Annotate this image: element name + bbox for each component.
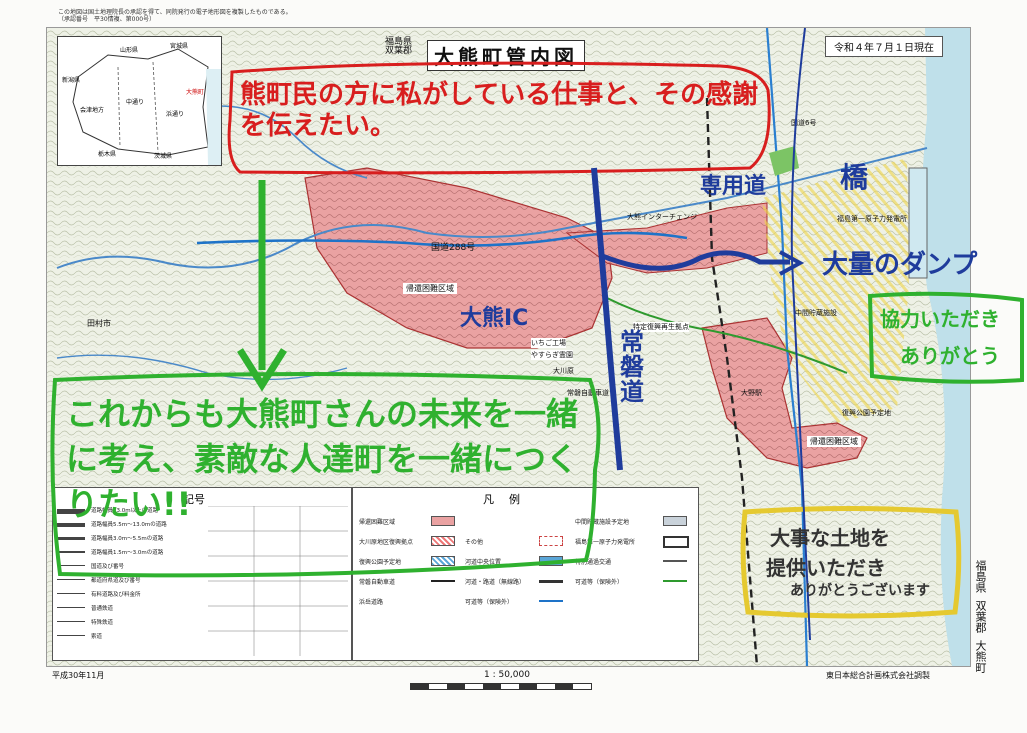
legend-item-river-center: 河道中央位置 xyxy=(465,559,502,566)
symbol-line xyxy=(57,579,85,580)
inset-label-ibaraki: 茨城県 xyxy=(154,153,173,160)
inset-label-okuma: 大熊町 xyxy=(186,89,205,96)
inset-label-nakadori: 中通り xyxy=(126,99,145,106)
swatch-special-traffic xyxy=(663,560,687,562)
symbol-line xyxy=(57,621,85,622)
swatch-interim xyxy=(663,516,687,526)
inset-label-yamagata: 山形県 xyxy=(120,47,139,54)
label-ohkawahara: 大川原 xyxy=(553,367,574,375)
scale-bar xyxy=(410,683,592,690)
label-specific-zone: 特定復興再生拠点 xyxy=(633,322,689,332)
swatch-road xyxy=(539,580,563,583)
legend-item-ohkawahara: 大川原地区復興拠点 xyxy=(359,539,414,546)
swatch-other xyxy=(539,536,563,546)
side-label-2: 双葉郡 xyxy=(974,600,987,633)
label-yasuragi: やすらぎ霊園 xyxy=(531,350,573,360)
symbol-line xyxy=(57,593,85,594)
symbol-row: 道路幅員3.0m〜5.5mの道路 xyxy=(91,536,164,542)
swatch-route xyxy=(539,600,563,602)
footer-publisher: 東日本総合計画株式会社調製 xyxy=(826,671,930,680)
label-restricted-2: 帰還困難区域 xyxy=(807,436,861,447)
label-oono-station: 大野駅 xyxy=(741,389,762,397)
swatch-ohkawahara xyxy=(431,536,455,546)
footer-edition: 平成30年11月 xyxy=(52,671,105,680)
title-prefecture-2: 双葉郡 xyxy=(385,46,413,57)
yellow-note-line-1: 大事な土地を xyxy=(770,526,890,550)
top-note: この地図は国土地理院長の承認を得て、同院発行の電子地形図を複製したものである。 … xyxy=(58,9,292,24)
inset-label-niigata: 新潟県 xyxy=(62,77,81,84)
green-note-coop: 協力いただき xyxy=(880,307,1000,331)
map-title: 大熊町管内図 xyxy=(427,40,585,71)
symbol-grid xyxy=(208,506,348,656)
date-label: 令和４年７月１日現在 xyxy=(825,36,943,57)
symbol-row: 特殊鉄道 xyxy=(91,620,114,626)
legend-item-npp: 福島第一原子力発電所 xyxy=(575,539,636,546)
top-note-line-1: この地図は国土地理院長の承認を得て、同院発行の電子地形図を複製したものである。 xyxy=(58,9,292,16)
legend-item-road: 河道・路道（無線路） xyxy=(465,579,526,586)
label-npp: 福島第一原子力発電所 xyxy=(837,215,907,223)
inset-label-tochigi: 栃木県 xyxy=(98,151,117,158)
red-handwritten-note: 熊町民の方に私がしている仕事と、その感謝を伝えたい。 xyxy=(240,80,759,142)
swatch-joban xyxy=(431,580,455,582)
symbol-row: 索道 xyxy=(91,634,103,640)
label-park: 復興公園予定地 xyxy=(842,409,891,417)
legend-item-interim: 中間貯蔵施設予定地 xyxy=(575,519,630,526)
symbol-line xyxy=(57,537,85,540)
label-strawberry: いちご工場 xyxy=(531,338,566,348)
green-note-future: これからも大熊町さんの未来を一緒に考え、素敵な人達町を一緒につくりたい!! xyxy=(66,395,579,523)
side-label-3: 大熊町 xyxy=(974,640,987,673)
title-prefecture-1: 福島県 xyxy=(385,37,413,47)
label-ic: 大熊インターチェンジ xyxy=(627,213,697,221)
label-restricted-1: 帰還困難区域 xyxy=(403,283,457,294)
swatch-river-center xyxy=(539,556,563,566)
blue-note-tokiwa: 常磐道 xyxy=(620,328,644,407)
legend-item-special-traffic: 特別通過交通 xyxy=(575,559,612,566)
symbol-row: 国道及び番号 xyxy=(91,564,125,570)
swatch-park xyxy=(431,556,455,566)
title-prefecture: 福島県 双葉郡 xyxy=(385,37,413,57)
inset-map-outline xyxy=(72,48,221,165)
yellow-note-line-3: ありがとうございます xyxy=(790,583,930,599)
top-note-line-2: （承認番号 平30情複、第000号） xyxy=(58,15,156,23)
legend-item-route: 可道等（保険外） xyxy=(465,599,514,606)
symbol-row: 有料道路及び料金所 xyxy=(91,592,141,598)
symbol-row: 道路幅員1.5m〜3.0mの道路 xyxy=(91,550,164,556)
symbol-line xyxy=(57,635,85,636)
swatch-npp xyxy=(663,536,689,548)
symbol-line xyxy=(57,607,85,608)
footer-scale: 1 : 50,000 xyxy=(484,670,530,680)
inset-map: 山形県 宮城県 新潟県 会津地方 中通り 浜通り 栃木県 茨城県 大熊町 xyxy=(57,36,222,166)
inset-label-miyagi: 宮城県 xyxy=(170,43,189,50)
legend-item-park: 復興公園予定地 xyxy=(359,559,402,566)
label-route6: 国道6号 xyxy=(791,119,817,127)
blue-note-dump: 大量のダンプ xyxy=(822,250,978,280)
label-tamura: 田村市 xyxy=(87,319,111,328)
legend-item-joban: 常磐自動車道 xyxy=(359,579,396,586)
green-note-thanks: ありがとう xyxy=(900,344,1000,368)
label-interim: 中間貯蔵施設 xyxy=(795,309,837,317)
side-label-1: 福島県 xyxy=(974,560,987,593)
blue-note-senyodo: 専用道 xyxy=(700,174,767,199)
legend-item-hamatake: 浜岳道路 xyxy=(359,599,384,606)
blue-note-okuma-ic: 大熊IC xyxy=(460,306,529,331)
symbol-line xyxy=(57,565,85,566)
symbol-row: 都道府県道及び番号 xyxy=(91,578,141,584)
blue-note-bridge: 橋 xyxy=(840,161,869,194)
swatch-green-road xyxy=(663,580,687,582)
legend-item-green-road: 可道等（保険外） xyxy=(575,579,624,586)
legend-item-other: その他 xyxy=(465,539,484,546)
label-national-route: 国道288号 xyxy=(431,243,476,253)
symbol-row: 普通鉄道 xyxy=(91,606,114,612)
symbol-line xyxy=(57,551,85,553)
inset-label-hamadori: 浜通り xyxy=(166,111,185,118)
inset-label-aizu: 会津地方 xyxy=(80,107,105,114)
yellow-note-line-2: 提供いただき xyxy=(766,556,886,580)
